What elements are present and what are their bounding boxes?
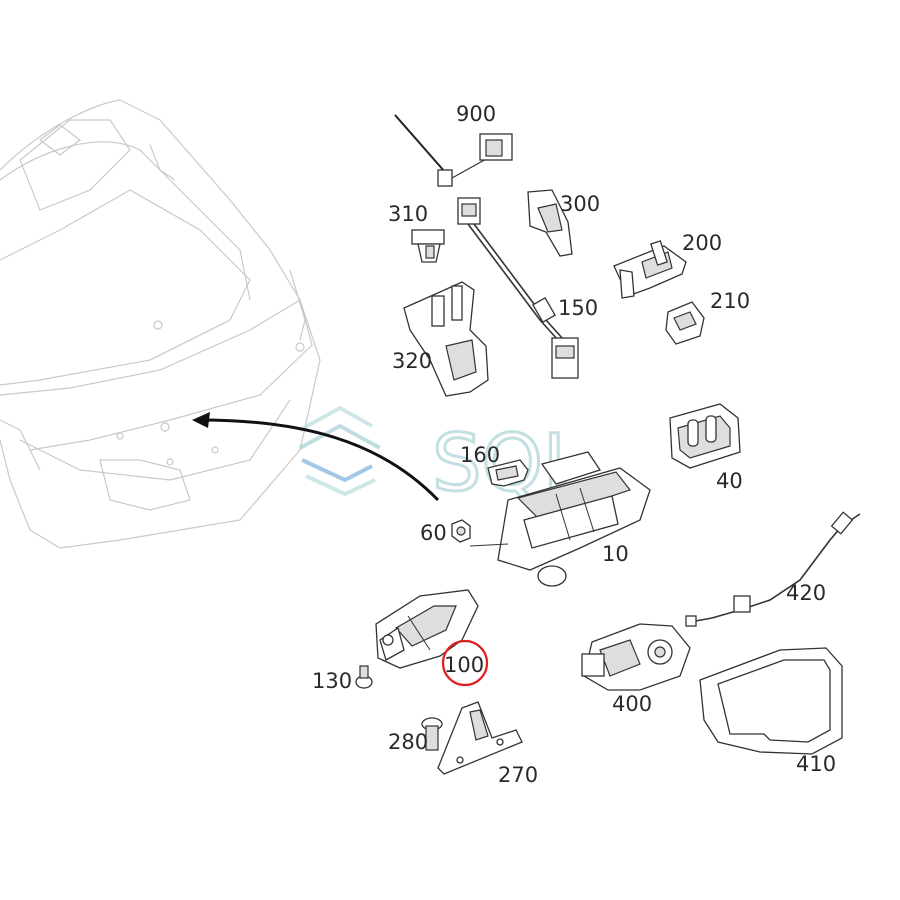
- label-300: 300: [560, 192, 600, 216]
- label-900: 900: [456, 102, 496, 126]
- label-270: 270: [498, 763, 538, 787]
- part-150: [457, 197, 579, 379]
- part-210: [665, 301, 705, 345]
- part-270: [437, 701, 523, 775]
- part-310: [411, 229, 445, 263]
- label-320: 320: [392, 349, 432, 373]
- label-420: 420: [786, 581, 826, 605]
- label-310: 310: [388, 202, 428, 226]
- part-300: [527, 189, 573, 257]
- label-10: 10: [602, 542, 629, 566]
- sql-logo-icon: [299, 405, 381, 497]
- callout-arrow-icon: [192, 412, 440, 502]
- label-40: 40: [716, 469, 743, 493]
- part-60: [451, 519, 509, 547]
- label-100: 100: [444, 653, 484, 677]
- label-410: 410: [796, 752, 836, 776]
- part-280: [421, 717, 443, 751]
- part-320: [403, 281, 489, 397]
- label-130: 130: [312, 669, 352, 693]
- label-150: 150: [558, 296, 598, 320]
- label-60: 60: [420, 521, 447, 545]
- part-100: [375, 589, 479, 669]
- part-130: [355, 665, 373, 689]
- part-160: [487, 459, 529, 487]
- label-160: 160: [460, 443, 500, 467]
- part-410: [699, 647, 843, 755]
- label-400: 400: [612, 692, 652, 716]
- part-420: [685, 511, 861, 627]
- label-280: 280: [388, 730, 428, 754]
- part-400: [581, 623, 691, 691]
- part-900: [394, 114, 513, 187]
- part-10: [497, 451, 651, 587]
- label-210: 210: [710, 289, 750, 313]
- highlight-circle: [441, 639, 489, 687]
- part-200: [613, 240, 687, 299]
- part-40: [669, 403, 741, 469]
- tailgate-outline: [0, 99, 321, 549]
- label-200: 200: [682, 231, 722, 255]
